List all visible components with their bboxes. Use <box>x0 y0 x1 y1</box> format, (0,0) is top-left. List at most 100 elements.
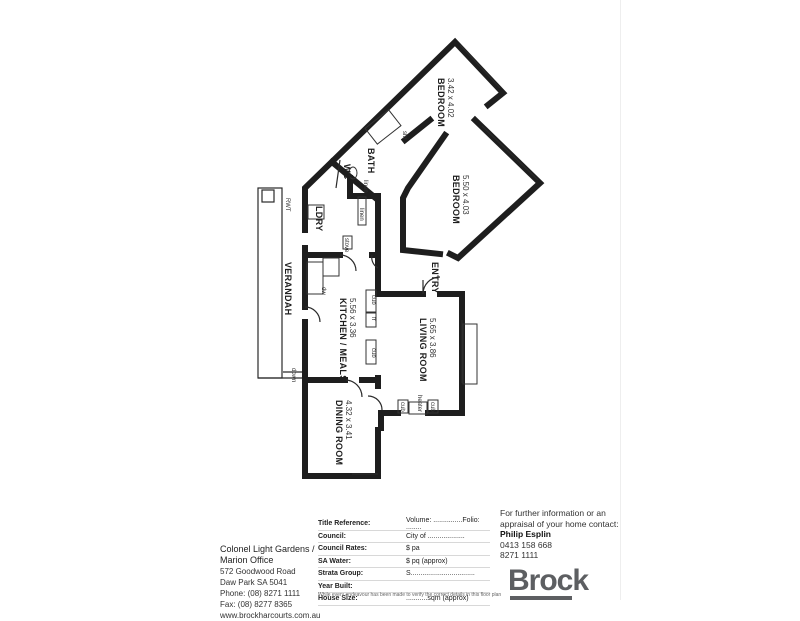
bedroom2-window <box>481 125 539 181</box>
kitchen-label-group: KITCHEN / MEALS 5.56 x 3.36 <box>338 298 357 382</box>
bath-label: BATH <box>366 148 376 174</box>
brand-logo: Brock <box>508 564 589 597</box>
info-row: Council: City of ................... <box>318 531 490 543</box>
dining-west-south-wall <box>302 377 381 479</box>
office-phone: Phone: (08) 8271 1111 <box>220 589 301 598</box>
living-label-group: LIVING ROOM 5.65 x 3.86 <box>418 318 437 382</box>
entry-label: ENTRY <box>430 262 440 294</box>
fridge-space <box>365 312 377 328</box>
kitchen-rear-door-swing <box>304 306 321 323</box>
wc-wall <box>347 175 381 199</box>
heater-unit <box>408 401 428 415</box>
toilet <box>348 166 358 180</box>
bedroom1-window <box>459 44 501 89</box>
living-south-wall <box>378 410 401 431</box>
floor-plan-drawing: RWT down <box>257 37 545 479</box>
info-value: $ pq (approx) <box>406 557 448 565</box>
info-value: City of ................... <box>406 532 465 540</box>
kitchen-dims: 5.56 x 3.36 <box>348 298 357 338</box>
kitchen-living-door <box>371 254 379 269</box>
info-row: Strata Group: S.........................… <box>318 568 490 581</box>
info-value: S................................. <box>406 570 475 578</box>
agent-mobile: 0413 158 668 <box>500 539 552 550</box>
kitchen-bench <box>306 261 324 295</box>
bath-partition <box>400 115 435 145</box>
floor-plan-page: RWT down <box>220 0 630 620</box>
kitchen-cub-2 <box>365 339 377 365</box>
kitchen-cub-1 <box>365 289 377 313</box>
bedroom2-name: BEDROOM <box>451 175 461 224</box>
info-key: Council: <box>318 532 346 540</box>
bedroom2-wall-outer <box>445 115 545 262</box>
stove-label: stove <box>343 238 349 253</box>
wc-door <box>335 159 341 189</box>
living-cub1-label: cub <box>399 402 405 412</box>
office-address-line2: Daw Park SA 5041 <box>220 578 288 587</box>
rainwater-tank <box>261 189 275 203</box>
office-branch: Marion Office <box>220 555 274 565</box>
dining-label-group: DINING ROOM 4.32 x 3.41 <box>334 400 353 465</box>
linen-cupboard <box>357 196 367 226</box>
agent-phone: 8271 1111 <box>500 550 539 560</box>
living-dims: 5.65 x 3.86 <box>428 318 437 358</box>
info-row: Year Built: <box>318 581 490 593</box>
disclaimer-text: While every endeavour has been made to v… <box>318 592 502 598</box>
dw-label: dw <box>320 287 326 295</box>
dining-dims: 4.32 x 3.41 <box>344 400 353 440</box>
agent-name: Philip Esplin <box>500 529 552 539</box>
office-fax: Fax: (08) 8277 8365 <box>220 600 293 609</box>
office-details: Colonel Light Gardens / Marion Office 57… <box>220 544 320 621</box>
cub-living-1 <box>397 399 409 414</box>
info-value: ...........sqm (approx) <box>406 595 469 603</box>
agent-contact: For further information or an appraisal … <box>500 508 630 561</box>
bedroom-wing-wall-outer <box>302 37 508 233</box>
bedroom1-dims: 3.42 x 4.02 <box>446 78 455 118</box>
info-key: House Size: <box>318 595 358 603</box>
dining-name: DINING ROOM <box>334 400 344 465</box>
stove <box>322 257 340 277</box>
wc-label: WC <box>342 164 352 180</box>
info-key: Title Reference: <box>318 520 371 528</box>
info-row: Title Reference: Volume: ...............… <box>318 516 490 531</box>
info-key: Council Rates: <box>318 545 368 553</box>
page-edge-divider <box>620 0 621 600</box>
bedroom2-wall-inner <box>400 130 450 258</box>
cub-living-2 <box>427 399 439 414</box>
office-web: www.brockharcourts.com.au <box>220 611 321 620</box>
info-value: $ pa <box>406 545 420 553</box>
down-label: down <box>290 368 296 382</box>
verandah-label: VERANDAH <box>283 262 293 315</box>
info-row: Council Rates: $ pa <box>318 543 490 556</box>
verandah-outline <box>257 187 283 379</box>
info-key: Year Built: <box>318 582 353 590</box>
core-wall <box>327 157 381 258</box>
office-name: Colonel Light Gardens / <box>220 544 315 554</box>
dining-door-swing <box>344 379 363 398</box>
kitchen-laundry-door <box>339 254 357 272</box>
info-row: SA Water: $ pq (approx) <box>318 556 490 568</box>
bedroom2-dims: 5.50 x 4.03 <box>461 175 470 215</box>
property-info-table: Title Reference: Volume: ...............… <box>318 516 490 606</box>
heater-label: heater <box>416 395 422 412</box>
linen-small-label: linen <box>362 180 368 193</box>
living-window-bay <box>462 323 478 385</box>
linen-label: linen <box>358 208 364 221</box>
laundry-label: LDRY <box>314 206 324 231</box>
contact-intro-line1: For further information or an <box>500 508 606 518</box>
living-cub2-label: cub <box>429 402 435 412</box>
bedroom2-label-group: BEDROOM 5.50 x 4.03 <box>451 175 470 224</box>
dining-living-door-swing <box>367 395 383 411</box>
bedroom1-name: BEDROOM <box>436 78 446 127</box>
brand-logo-strip <box>510 596 572 600</box>
bedroom1-label-group: BEDROOM 3.42 x 4.02 <box>436 78 455 127</box>
fridge-label: fr <box>370 317 376 321</box>
rwt-label: RWT <box>284 198 290 212</box>
office-address-line1: 572 Goodwood Road <box>220 567 296 576</box>
info-value: Volume: ...............Folio: ........ <box>406 516 480 531</box>
kitchen-name: KITCHEN / MEALS <box>338 298 348 382</box>
info-key: Strata Group: <box>318 570 364 578</box>
hws-unit <box>342 235 353 250</box>
info-key: SA Water: <box>318 557 351 565</box>
laundry-trough <box>307 204 325 220</box>
shower-label: shr <box>401 131 407 139</box>
